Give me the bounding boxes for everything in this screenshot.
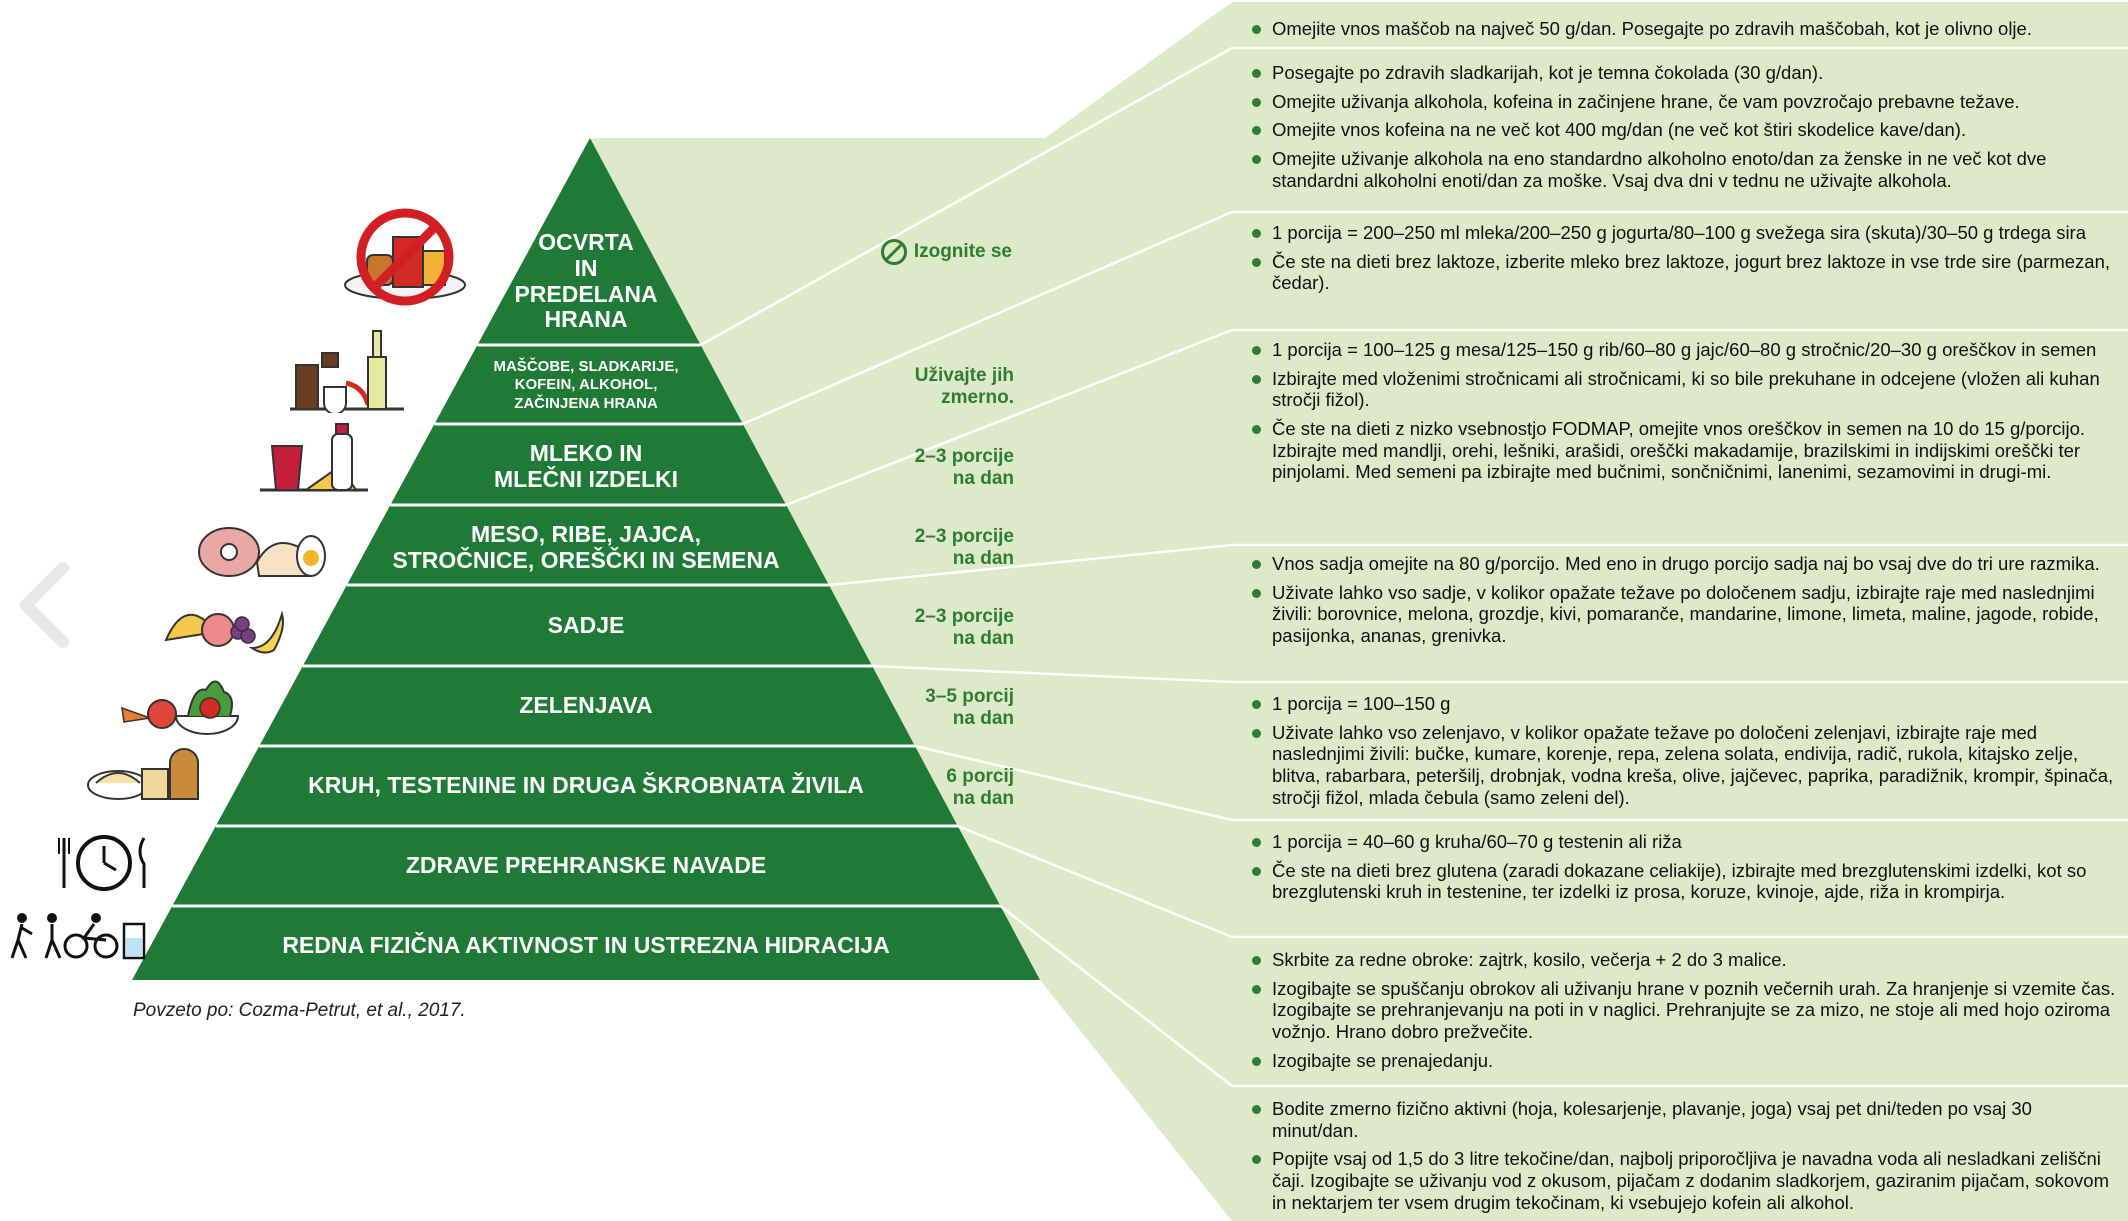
advice-item: Uživate lahko vso sadje, v kolikor opaža… [1248,582,2118,647]
layer-label-fruit: SADJE [547,612,625,638]
advice-item: Uživate lahko vso zelenjavo, v kolikor o… [1248,722,2118,809]
layer-label-healthy-habits: ZDRAVE PREHRANSKE NAVADE [405,852,767,878]
layer-label-activity-hydration: REDNA FIZIČNA AKTIVNOST IN USTREZNA HIDR… [282,932,890,958]
advice-panel-dairy: 1 porcija = 200–250 ml mleka/200–250 g j… [1248,222,2118,301]
bread-pasta-icon [84,745,204,810]
advice-item: Izogibajte se prenajedanju. [1248,1050,2118,1072]
pyramid-layer [434,345,743,424]
advice-item: 1 porcija = 100–150 g [1248,693,2118,715]
activity-water-icon [10,910,150,967]
chevron-left-icon [20,562,69,648]
source-caption: Povzeto po: Cozma-Petrut, et al., 2017. [133,1000,466,1021]
pyramid-layer [215,746,958,826]
advice-item: Vnos sadja omejite na 80 g/porcijo. Med … [1248,553,2118,575]
advice-item: Če ste na dieti z nizko vsebnostjo FODMA… [1248,418,2118,483]
layer-label-starches: KRUH, TESTENINE IN DRUGA ŠKROBNATA ŽIVIL… [308,772,864,798]
advice-item: Omejite vnos maščob na največ 50 g/dan. … [1248,18,2118,40]
layer-label-protein: MESO, RIBE, JAJCA,STROČNICE, OREŠČKI IN … [392,521,780,573]
connector-line [872,664,1233,684]
layer-label-vegetables: ZELENJAVA [519,692,653,718]
dairy-icon [258,418,370,499]
advice-item: 1 porcija = 100–125 g mesa/125–150 g rib… [1248,339,2118,361]
fruit-icon [160,590,290,661]
portion-avoid: Izognite se [872,238,1012,266]
sweets-alcohol-icon [288,325,408,418]
no-sign-icon [880,239,907,265]
pyramid-layer [346,505,829,585]
pyramid-layer [390,424,787,505]
pyramid-layer [477,138,701,345]
advice-item: Popijte vsaj od 1,5 do 3 litre tekočine/… [1248,1148,2118,1213]
connector-line [914,744,1233,822]
pyramid-layer [172,826,1001,906]
layer-label-fats-sweets: MAŠČOBE, SLADKARIJE,KOFEIN, ALKOHOL,ZAČI… [493,358,679,412]
advice-panel-vegetables: 1 porcija = 100–150 g Uživate lahko vso … [1248,693,2118,815]
connector-line [742,210,1233,426]
previous-arrow-button[interactable] [8,560,78,650]
advice-panel-protein: 1 porcija = 100–125 g mesa/125–150 g rib… [1248,339,2118,490]
advice-panel-habits: Skrbite za redne obroke: zajtrk, kosilo,… [1248,949,2118,1078]
advice-panel-sweets-alcohol: Posegajte po zdravih sladkarijah, kot je… [1248,62,2118,198]
pyramid-layer [132,906,1040,980]
advice-item: Omejite vnos kofeina na ne več kot 400 m… [1248,119,2118,141]
pyramid-layer [302,585,873,666]
pyramid-layer [259,666,915,746]
advice-item: Posegajte po zdravih sladkarijah, kot je… [1248,62,2118,84]
advice-panel-activity: Bodite zmerno fizično aktivni (hoja, kol… [1248,1098,2118,1220]
meat-eggs-icon [195,510,335,589]
connector-line [590,0,1233,140]
advice-item: Izbirajte med vloženimi stročnicami ali … [1248,368,2118,411]
advice-panel-starches: 1 porcija = 40–60 g kruha/60–70 g testen… [1248,831,2118,910]
connector-line [785,328,1233,507]
advice-item: Omejite uživanja alkohola, kofeina in za… [1248,91,2118,113]
advice-item: Če ste na dieti brez glutena (zaradi dok… [1248,860,2118,903]
advice-item: 1 porcija = 200–250 ml mleka/200–250 g j… [1248,222,2118,244]
crossed-out-fast-food-icon [335,205,475,315]
connector-line [999,905,1233,1087]
advice-item: 1 porcija = 40–60 g kruha/60–70 g testen… [1248,831,2118,853]
vegetables-icon [118,668,244,743]
advice-item: Če ste na dieti brez laktoze, izberite m… [1248,251,2118,294]
connector-line [957,824,1233,939]
clock-cutlery-icon [54,832,154,899]
advice-panel-fats: Omejite vnos maščob na največ 50 g/dan. … [1248,18,2118,47]
advice-panel-fruit: Vnos sadja omejite na 80 g/porcijo. Med … [1248,553,2118,654]
connector-line [700,46,1233,347]
connector-line [828,543,1233,587]
advice-item: Omejite uživanje alkohola na eno standar… [1248,148,2118,191]
advice-item: Skrbite za redne obroke: zajtrk, kosilo,… [1248,949,2118,971]
advice-item: Izogibajte se spuščanju obrokov ali uživ… [1248,978,2118,1043]
advice-item: Bodite zmerno fizično aktivni (hoja, kol… [1248,1098,2118,1141]
